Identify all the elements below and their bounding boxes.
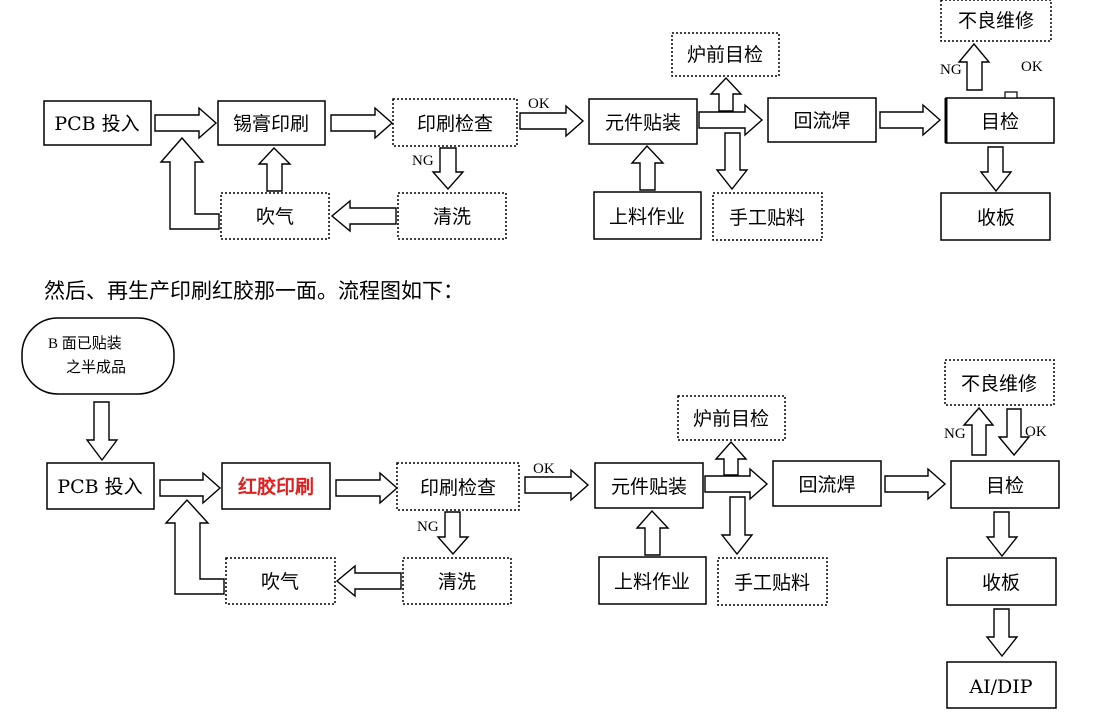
flow2-arrow-mount-to-prefurnace [714, 440, 748, 476]
flow2-print-check-node: 印刷检查 [396, 462, 520, 511]
flow2-arrow-collect-to-aidip [985, 608, 1019, 658]
flow1-print-check-label: 印刷检查 [417, 113, 493, 135]
flow2-arrow-check-to-mount [524, 468, 590, 502]
flow2-visual-check-label: 目检 [986, 475, 1024, 497]
flow1-clean-node: 清洗 [397, 192, 507, 240]
flow1-pre-furnace-check-node: 炉前目检 [671, 32, 780, 77]
flow2-arrow-visual-to-collect [985, 511, 1019, 558]
flow1-reflow-node: 回流焊 [767, 97, 877, 143]
flow2-ok-label: OK [533, 461, 555, 477]
flow1-manual-mount-label: 手工贴料 [729, 207, 805, 229]
flow1-paste-print-node: 锡膏印刷 [217, 100, 326, 146]
flow2-arrow-semi-to-pcb [85, 401, 119, 462]
flow1-component-mount-node: 元件贴装 [588, 98, 698, 145]
flow2-component-mount-node: 元件贴装 [594, 462, 704, 509]
flow2-arrow-check-to-clean [436, 511, 470, 556]
flow1-manual-mount-node: 手工贴料 [712, 192, 823, 241]
flow1-collect-board-label: 收板 [977, 207, 1015, 229]
flow2-arrow-loading-to-mount [635, 509, 670, 556]
flow1-paste-print-label: 锡膏印刷 [233, 112, 309, 135]
flow2-ai-dip-node: AI/DIP [946, 661, 1057, 709]
flow1-blow-node: 吹气 [220, 192, 330, 240]
flow2-manual-mount-label: 手工贴料 [734, 572, 810, 594]
flow1-ok-label: OK [528, 96, 550, 112]
flow1-ng-label: NG [412, 153, 434, 169]
flow2-pre-furnace-check-node: 炉前目检 [677, 395, 786, 441]
flow2-reflow-label: 回流焊 [798, 474, 855, 496]
flow-1: PCB 投入 锡膏印刷 印刷检查 元件贴装 回流焊 目检 [43, 0, 1055, 241]
flow2-pcb-in-node: PCB 投入 [46, 462, 155, 510]
flow2-arrow-mount-to-manual [720, 496, 754, 556]
flow2-semi-finished-node: B 面已贴装 之半成品 [21, 317, 175, 395]
flow1-arrow-feedback-to-pcb [159, 136, 220, 230]
flow2-arrow-clean-to-blow [335, 564, 402, 598]
flow-2: B 面已贴装 之半成品 PCB 投入 红胶印刷 印刷检查 元件贴装 回流焊 [21, 317, 1060, 709]
flow2-pcb-in-label: PCB 投入 [57, 476, 142, 498]
caption: 然后、再生产印刷红胶那一面。流程图如下： [44, 279, 464, 303]
flow1-ng-repair-label: NG [940, 62, 962, 78]
flow2-arrow-mount-to-reflow [704, 467, 769, 501]
flow2-ng-repair-label: NG [944, 426, 966, 442]
flow1-arrow-visual-to-repair [957, 42, 991, 91]
flow2-arrow-feedback-to-pcb [164, 498, 225, 595]
flow1-arrow-loading-to-mount [630, 144, 665, 191]
flow1-visual-check-label: 目检 [981, 111, 1019, 133]
flow1-visual-check-node: 目检 [944, 91, 1055, 144]
flow2-arrow-reflow-to-visual [884, 467, 947, 501]
flow1-print-check-node: 印刷检查 [392, 98, 518, 147]
flow1-arrow-check-to-mount [519, 104, 585, 138]
flow2-loading-label: 上料作业 [614, 571, 690, 593]
flow1-collect-board-node: 收板 [940, 192, 1051, 241]
flow1-loading-label: 上料作业 [609, 206, 685, 228]
flow1-arrow-mount-to-reflow [698, 103, 764, 137]
flow2-collect-board-node: 收板 [946, 557, 1057, 606]
flow2-arrow-visual-to-repair [962, 406, 995, 456]
flow1-arrow-mount-to-prefurnace [709, 76, 743, 112]
flow1-pre-furnace-check-label: 炉前目检 [687, 44, 763, 66]
flow2-blow-node: 吹气 [225, 557, 336, 605]
flow1-arrow-pcb-to-paste [154, 106, 218, 140]
flow2-semi-line2: 之半成品 [66, 359, 126, 376]
flow2-ok-repair-label: OK [1025, 424, 1047, 440]
flow1-pcb-in-label: PCB 投入 [54, 113, 139, 135]
flow1-pcb-in-node: PCB 投入 [43, 100, 152, 146]
flow2-glue-print-node: 红胶印刷 [221, 462, 331, 510]
flow2-semi-line1: B 面已贴装 [48, 335, 122, 352]
flow1-arrow-visual-to-collect [979, 146, 1013, 193]
flow2-reflow-node: 回流焊 [772, 460, 882, 507]
flow2-clean-label: 清洗 [438, 571, 476, 593]
flow1-arrow-mount-to-manual [715, 132, 749, 191]
flow2-defect-repair-node: 不良维修 [944, 359, 1055, 406]
flow2-component-mount-label: 元件贴装 [611, 476, 687, 498]
flow2-defect-repair-label: 不良维修 [961, 373, 1037, 395]
flow2-manual-mount-node: 手工贴料 [717, 557, 828, 606]
flow1-clean-label: 清洗 [433, 206, 471, 228]
flow2-ai-dip-label: AI/DIP [968, 676, 1032, 698]
flow1-arrow-blow-to-paste [257, 146, 292, 192]
flow1-arrow-reflow-to-visual [879, 103, 942, 137]
flow1-blow-label: 吹气 [256, 206, 294, 228]
flow1-ok-repair-label: OK [1021, 59, 1043, 75]
flow2-clean-node: 清洗 [402, 557, 512, 605]
flow1-reflow-label: 回流焊 [793, 110, 850, 132]
flow2-pre-furnace-check-label: 炉前目检 [693, 408, 769, 430]
flow2-visual-check-node: 目检 [950, 460, 1060, 509]
flow2-loading-node: 上料作业 [598, 556, 707, 605]
flow1-defect-repair-node: 不良维修 [940, 0, 1052, 42]
flow2-blow-label: 吹气 [261, 571, 299, 593]
flow2-arrow-repair-to-visual [997, 408, 1031, 457]
flow1-arrow-clean-to-blow [330, 199, 397, 233]
flow1-component-mount-label: 元件贴装 [605, 112, 681, 134]
flow1-loading-node: 上料作业 [593, 191, 702, 240]
flow2-ng-label: NG [417, 519, 439, 535]
flow1-arrow-check-to-clean [431, 147, 465, 191]
flow1-defect-repair-label: 不良维修 [958, 10, 1034, 32]
flow2-arrow-glue-to-check [335, 471, 399, 505]
flow2-print-check-label: 印刷检查 [420, 477, 496, 499]
flow2-arrow-pcb-to-glue [159, 471, 222, 505]
flow2-collect-board-label: 收板 [982, 572, 1020, 594]
flow2-glue-print-label: 红胶印刷 [238, 475, 314, 498]
flow1-arrow-paste-to-check [330, 106, 394, 140]
